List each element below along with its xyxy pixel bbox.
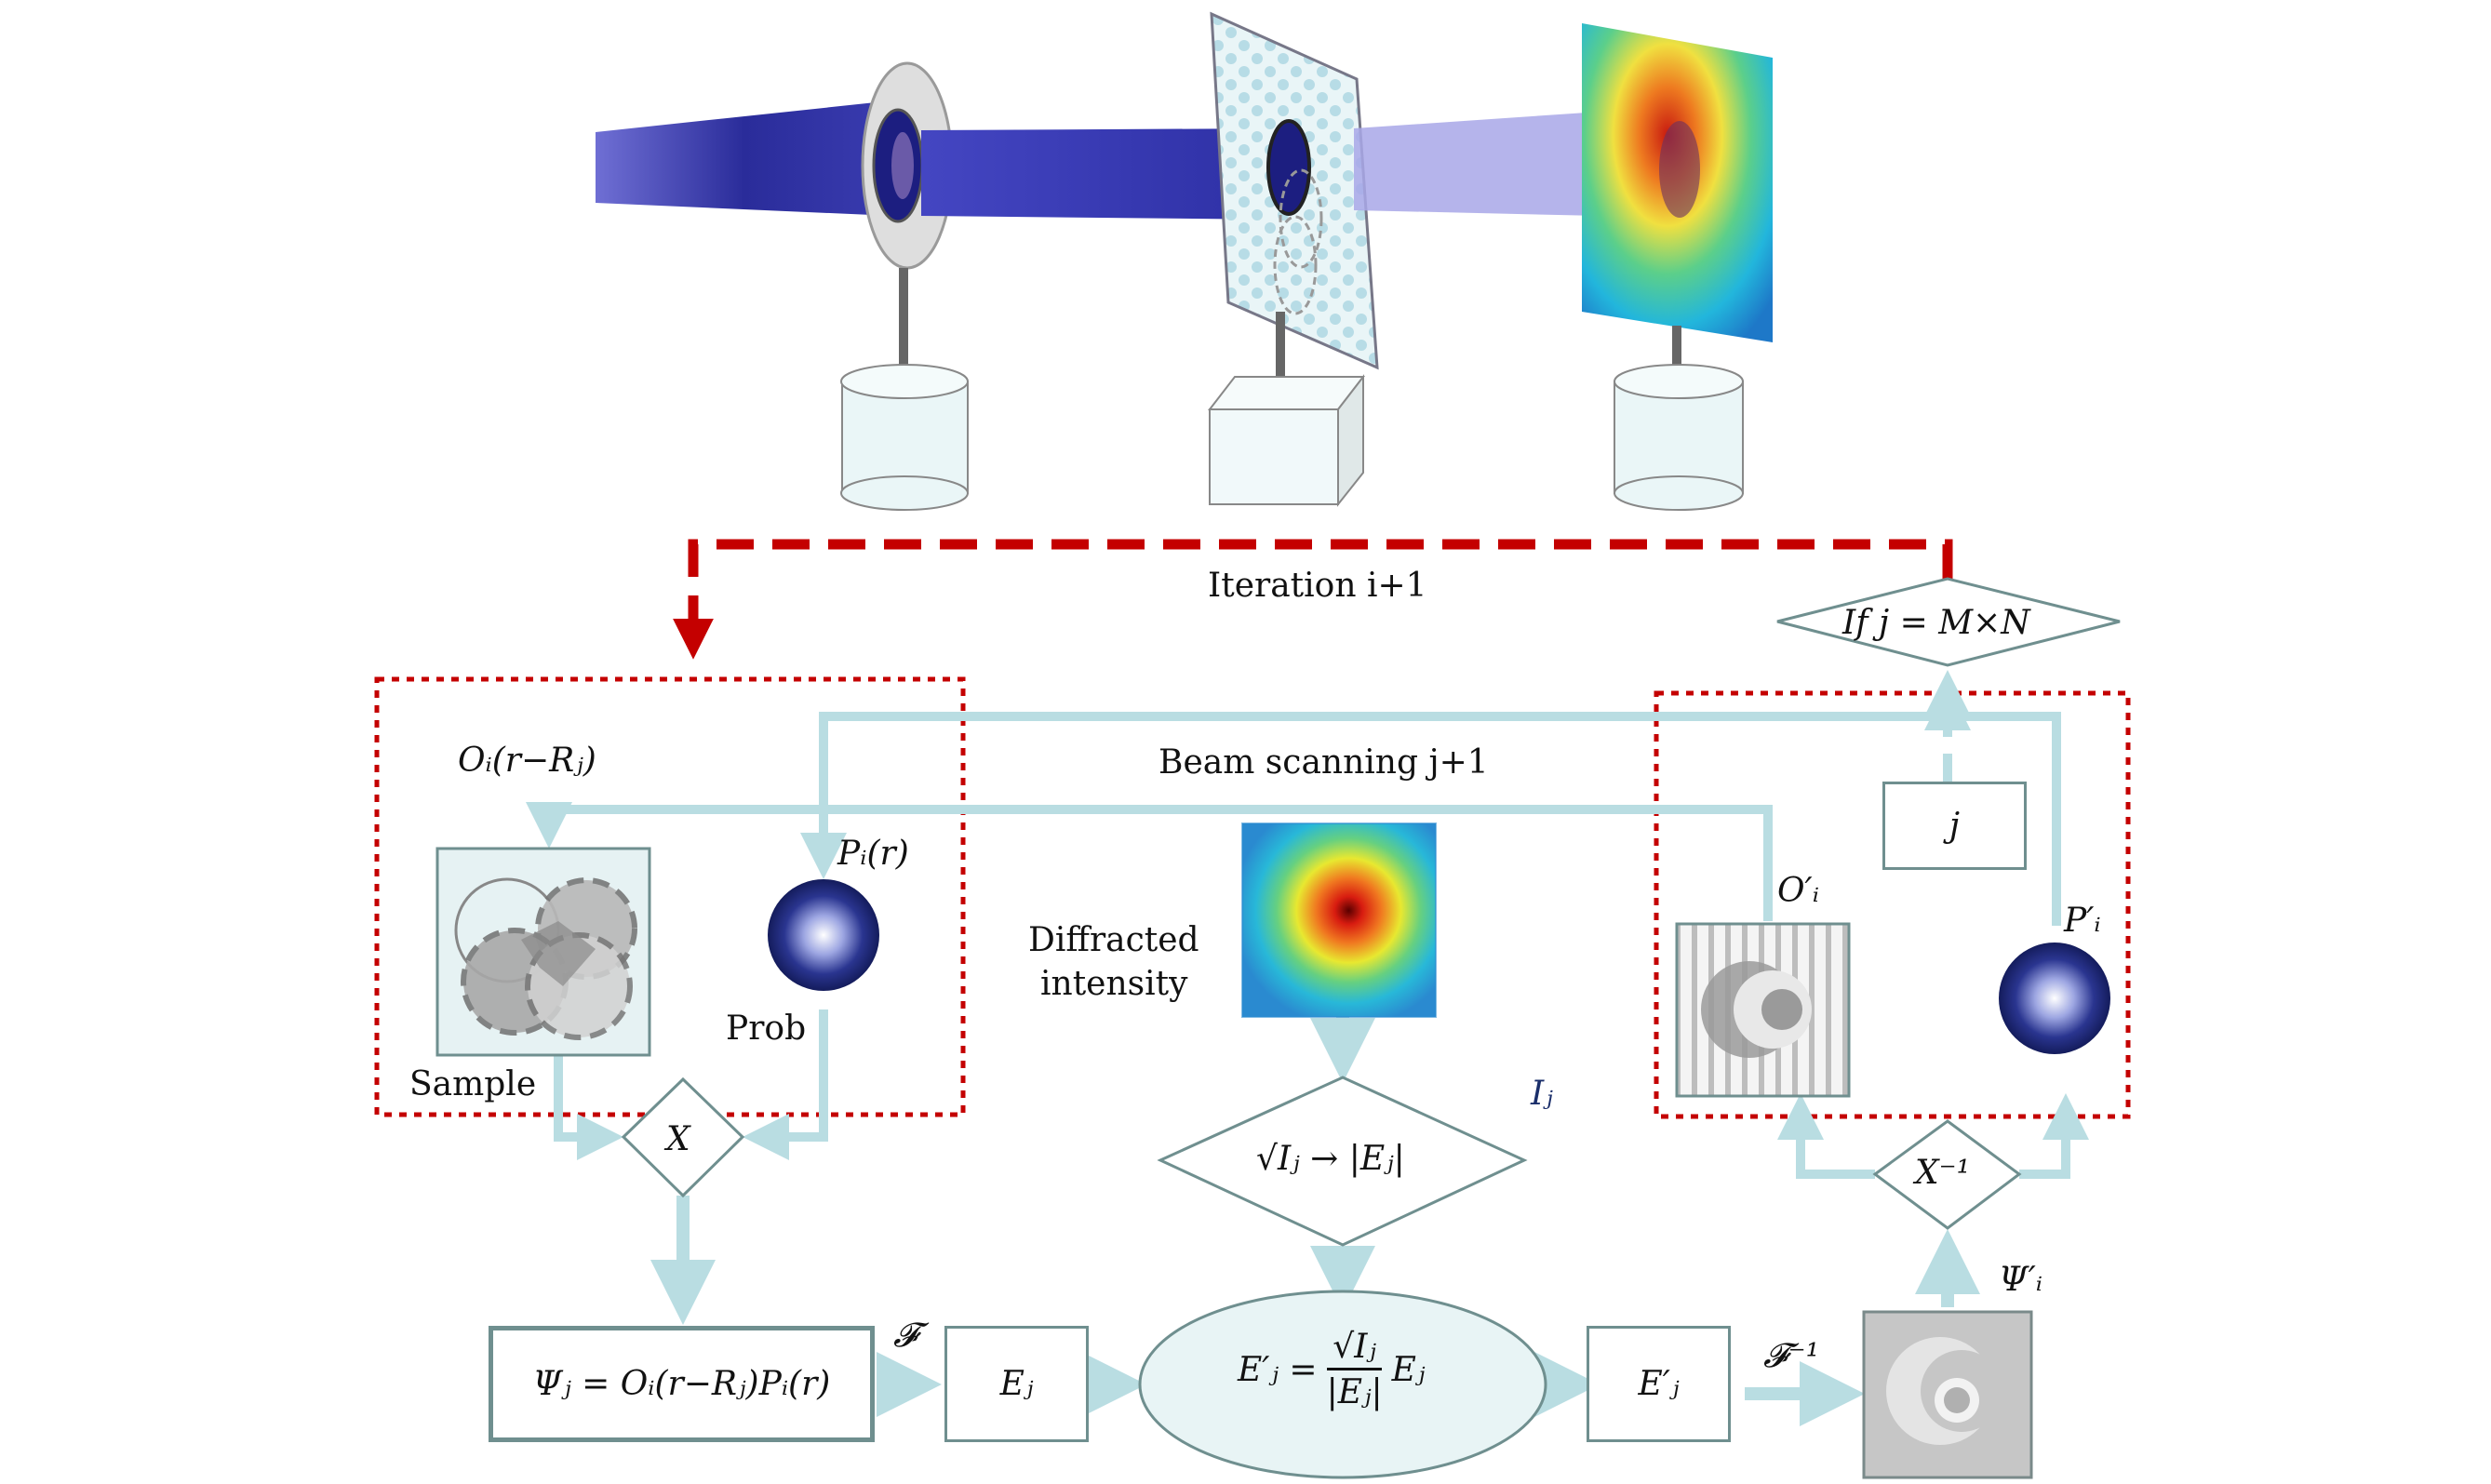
lens-stand <box>840 364 969 511</box>
diffracted-label-line1: Diffracted <box>1028 921 1199 959</box>
updated-probe-sphere <box>1999 943 2110 1054</box>
update-equation-denominator: |Eⱼ| <box>1326 1373 1383 1411</box>
flow-lines <box>526 670 2089 1426</box>
exit-wave-label: Ψⱼ = Oᵢ(r−Rⱼ)Pᵢ(r) <box>532 1364 831 1403</box>
sample-image <box>435 847 651 1057</box>
modulus-diamond <box>1157 1076 1528 1247</box>
incoming-beam <box>596 100 893 216</box>
updated-object-label: O′ᵢ <box>1777 872 1819 910</box>
scan-arrow-object <box>526 802 1773 921</box>
diffracted-beam <box>1354 112 1600 216</box>
sample-post <box>1276 312 1285 386</box>
scan-index-label: j <box>1949 806 1961 845</box>
loop-condition: If j = M×N <box>1842 604 2030 642</box>
optical-setup <box>596 11 1773 511</box>
updated-exitwave-image <box>1862 1310 2033 1479</box>
scan-index-box: j <box>1882 782 2027 870</box>
beam-scanning-label: Beam scanning j+1 <box>1158 743 1489 782</box>
lens-post <box>899 268 908 375</box>
fourier-label: 𝓕 <box>893 1317 918 1355</box>
detector-post <box>1672 326 1681 383</box>
updated-probe-label: P′ᵢ <box>2064 902 2101 940</box>
probe-sphere <box>768 879 879 991</box>
modulus-label: √Iⱼ → |Eⱼ| <box>1256 1140 1405 1178</box>
iteration-loop-arrow <box>673 539 1953 660</box>
condition-diamond <box>1776 577 2121 667</box>
probe-name-label: Prob <box>726 1009 807 1048</box>
scan-arrow-probe <box>800 712 2061 926</box>
inverse-to-object-arrow <box>1777 1093 1875 1179</box>
inverse-to-probe-arrow <box>2019 1093 2089 1179</box>
diffracted-label-line2: intensity <box>1040 965 1188 1003</box>
update-region <box>1654 690 2131 1119</box>
inverse-fourier-label: 𝓕⁻¹ <box>1763 1337 1820 1375</box>
field-box: Eⱼ <box>944 1326 1089 1442</box>
updated-exit-label: Ψ′ᵢ <box>1999 1261 2042 1299</box>
multiply-label: X <box>666 1120 690 1158</box>
probe-label: Pᵢ(r) <box>837 835 909 873</box>
iteration-label: Iteration i+1 <box>1208 567 1427 605</box>
inverse-multiply-label: X⁻¹ <box>1915 1154 1971 1192</box>
sample-stage <box>1207 374 1366 507</box>
update-equation-rhs: Eⱼ <box>1391 1350 1426 1389</box>
updated-field-label: E′ⱼ <box>1638 1364 1680 1403</box>
collimated-beam <box>921 128 1284 220</box>
update-equation-lhs: E′ⱼ = <box>1238 1350 1318 1389</box>
sample-to-multiply-arrow <box>554 1056 623 1160</box>
updated-object-image <box>1675 922 1851 1098</box>
exit-wave-box: Ψⱼ = Oᵢ(r−Rⱼ)Pᵢ(r) <box>489 1326 875 1442</box>
probe-to-multiply-arrow <box>743 1009 828 1160</box>
field-label: Eⱼ <box>999 1364 1034 1403</box>
update-ellipse <box>1138 1290 1547 1479</box>
detector-stand <box>1614 364 1744 511</box>
update-equation: E′ⱼ = √Iⱼ |Eⱼ| Eⱼ <box>1238 1330 1425 1410</box>
sample-label: Sample <box>409 1065 537 1103</box>
object-label: Oᵢ(r−Rⱼ) <box>458 742 596 780</box>
updated-field-box: E′ⱼ <box>1587 1326 1731 1442</box>
update-equation-numerator: √Iⱼ <box>1327 1330 1382 1370</box>
intensity-label: Iⱼ <box>1531 1075 1553 1113</box>
diffraction-heatmap <box>1241 822 1437 1018</box>
inverse-multiply-diamond <box>1872 1119 2022 1230</box>
multiply-diamond <box>621 1076 745 1198</box>
